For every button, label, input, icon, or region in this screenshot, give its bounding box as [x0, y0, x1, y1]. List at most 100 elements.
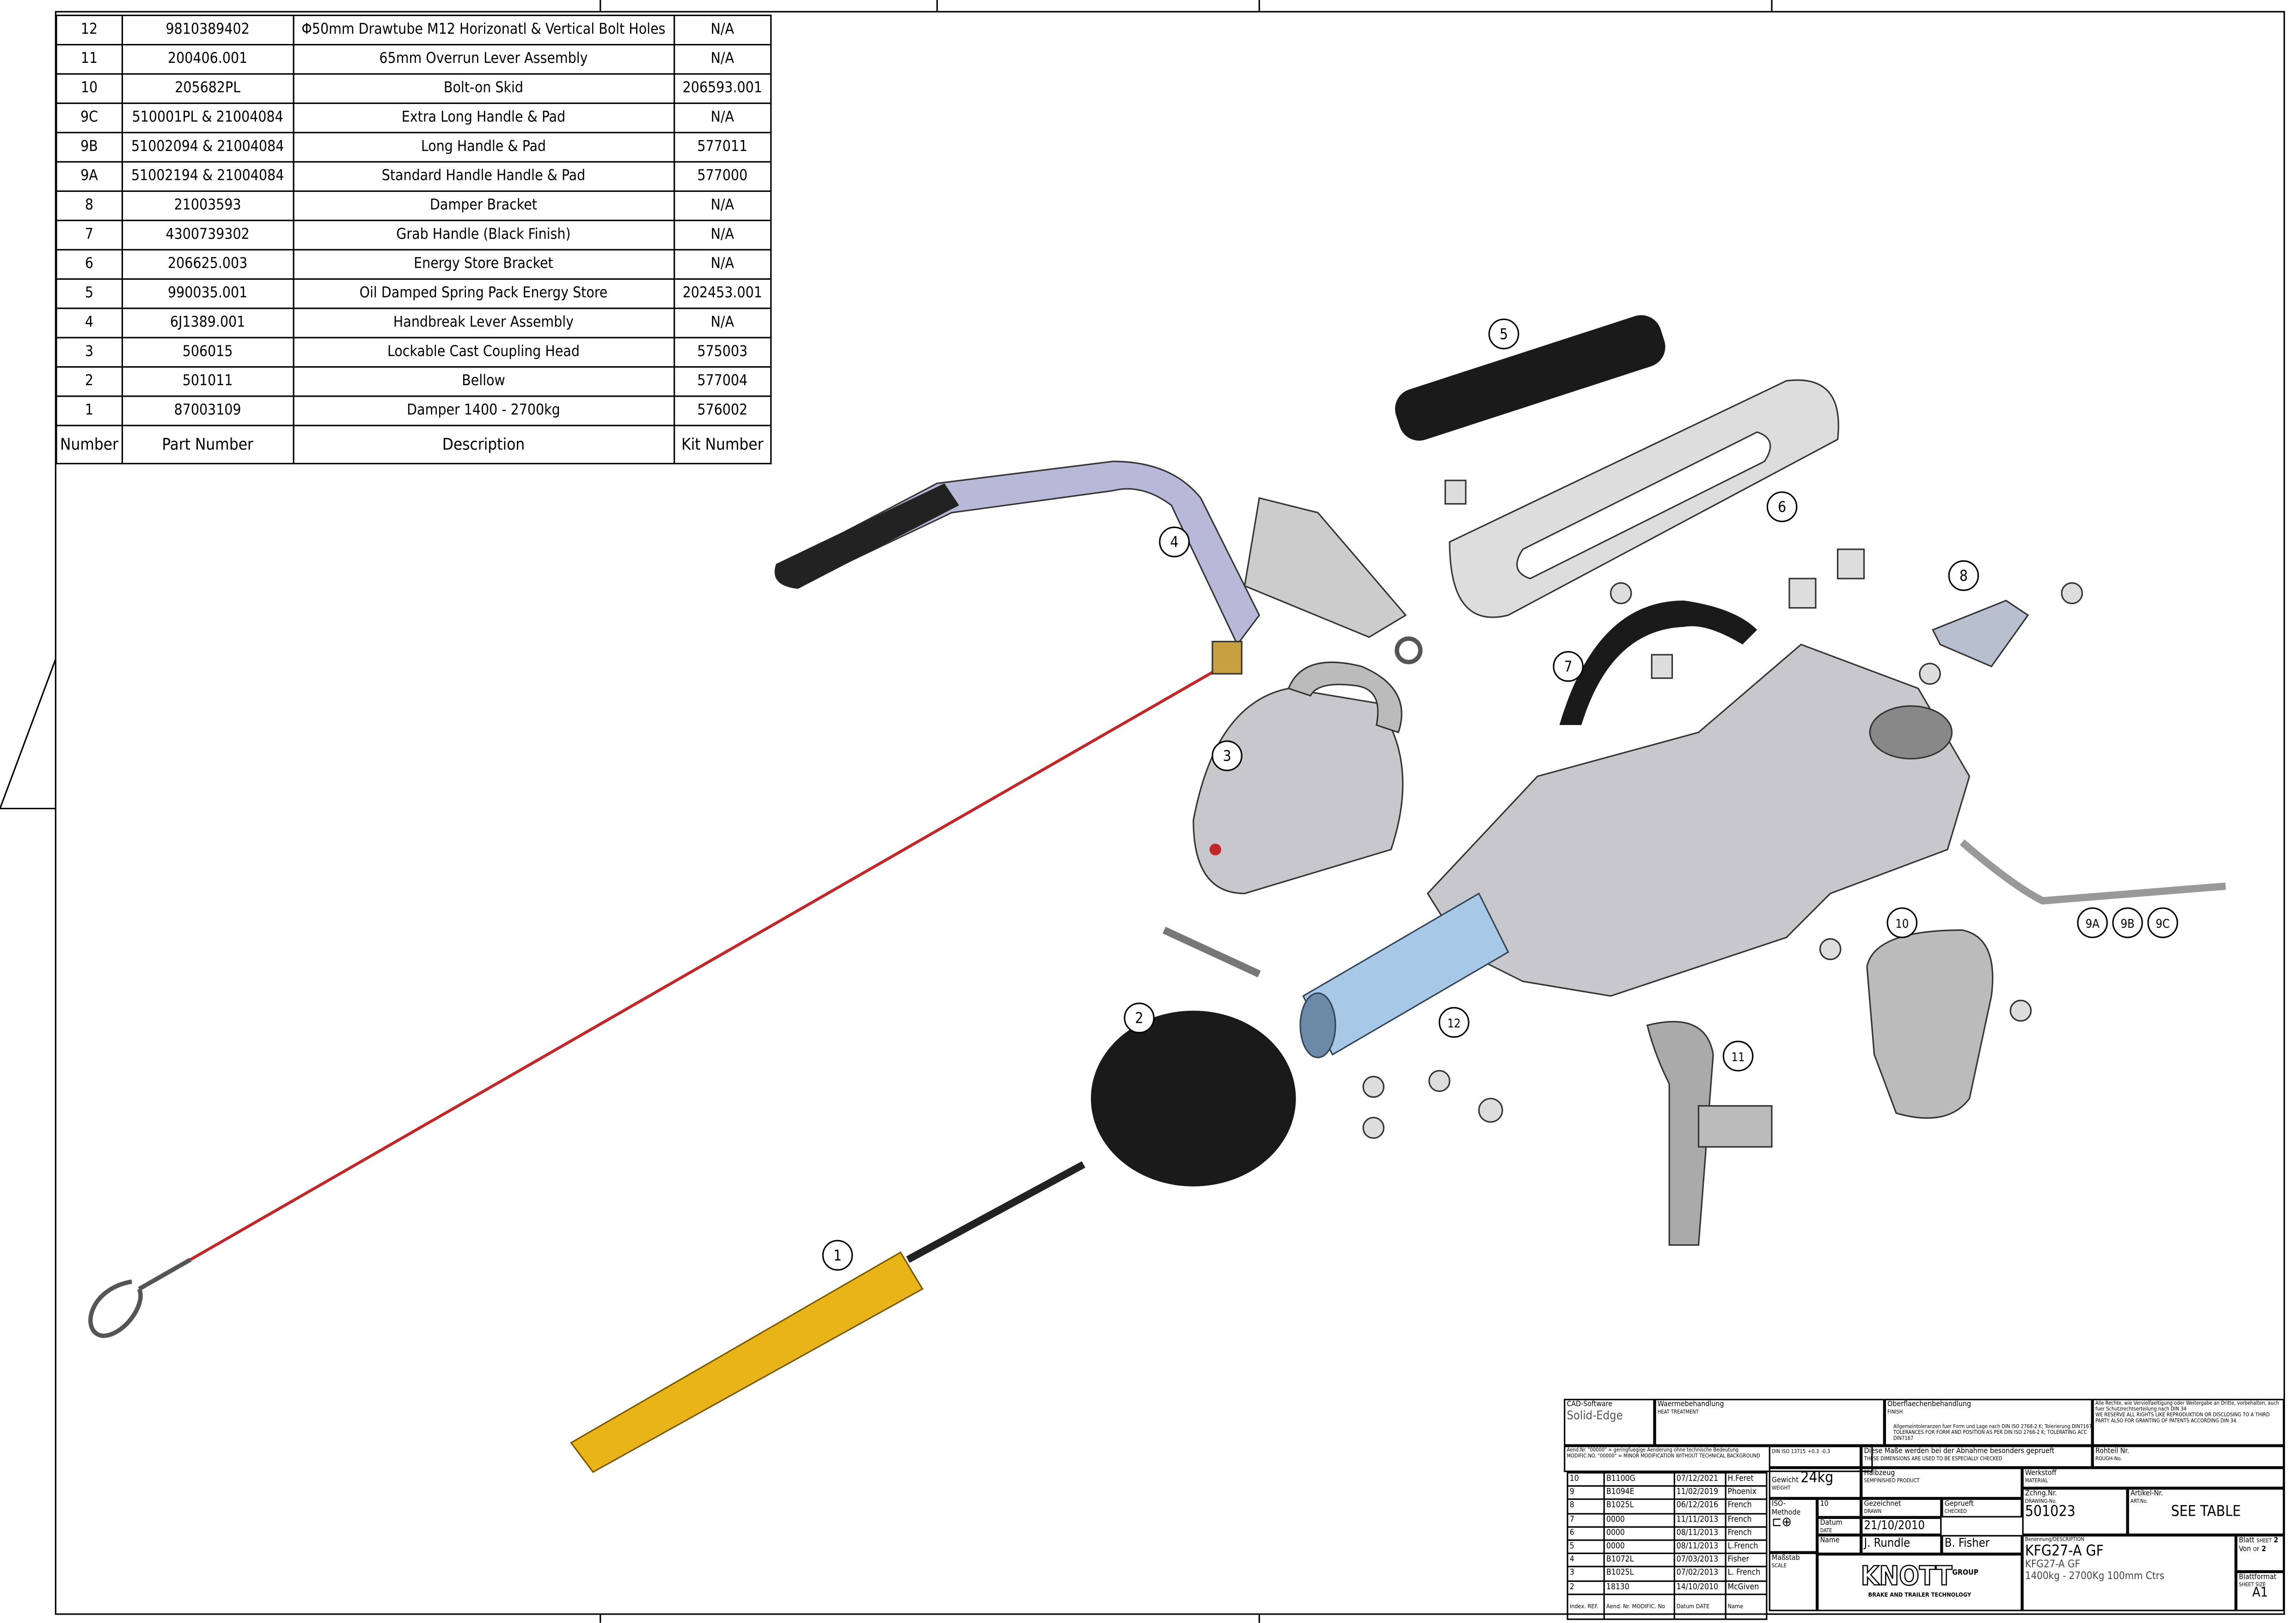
overrun-lever: [1646, 1021, 1714, 1246]
balloon-label: 10: [1895, 917, 1909, 931]
drawn-en: DRAWN: [1864, 1508, 1882, 1514]
cell-kit-number: N/A: [673, 102, 772, 134]
cell-number: 4: [55, 307, 123, 338]
sheet-no: 2: [2273, 1536, 2278, 1545]
header-description: Description: [292, 424, 675, 465]
revision-cell: 7: [1567, 1512, 1605, 1528]
balloon-label: 3: [1223, 748, 1231, 765]
snap-hook: [88, 1258, 192, 1338]
cell-part-number: 4300739302: [121, 220, 294, 251]
cell-description: Φ50mm Drawtube M12 Horizonatl & Vertical…: [292, 14, 675, 46]
rights-de: Alle Rechte, wie Vervielfaeltigung oder …: [2095, 1400, 2279, 1412]
cell-part-number: 200406.001: [121, 44, 294, 75]
cell-part-number: 501011: [121, 366, 294, 397]
logo-text: KNOTT: [1860, 1561, 1953, 1592]
cell-part-number: 87003109: [121, 395, 294, 426]
header-part-number: Part Number: [121, 424, 294, 465]
revision-cell: Phoenix: [1725, 1485, 1768, 1500]
revision-cell: B1094E: [1603, 1485, 1675, 1500]
balloon-label: 12: [1447, 1016, 1461, 1030]
scale-en: SCALE: [1771, 1562, 1787, 1568]
desc-sub: KFG27-A GF: [2025, 1558, 2080, 1570]
mod-note-de: Aend.Nr. "00000" = geringfuegige Aenderu…: [1567, 1447, 1739, 1453]
revision-cell: 14/10/2010: [1673, 1580, 1727, 1595]
weight-value: 24kg: [1800, 1470, 1834, 1487]
cell-description: Oil Damped Spring Pack Energy Store: [292, 278, 675, 309]
rough-en: ROUGH-No.: [2095, 1455, 2122, 1461]
tolerance-de: Allgemeintoleranzen fuer Form und Lage n…: [1893, 1424, 2092, 1430]
cable: [190, 665, 1224, 1261]
balloon-label: 6: [1778, 499, 1786, 516]
damper: [570, 1251, 924, 1473]
revision-cell: B1072L: [1603, 1553, 1675, 1568]
cell-description: Bolt-on Skid: [292, 73, 675, 104]
cell-kit-number: 206593.001: [673, 73, 772, 104]
revision-cell: H.Feret: [1725, 1472, 1768, 1487]
rights-en: WE RESERVE ALL RIGHTS LIKE REPRODUKTION …: [2095, 1411, 2270, 1423]
checked-label: Geprueft: [1944, 1500, 1974, 1509]
revision-cell: B1025L: [1603, 1499, 1675, 1514]
cell-kit-number: 577004: [673, 366, 772, 397]
revision-header-name: Name: [1725, 1593, 1768, 1620]
cell-number: 2: [55, 366, 123, 397]
cell-description: Extra Long Handle & Pad: [292, 102, 675, 134]
revision-cell: 11/11/2013: [1673, 1512, 1727, 1528]
revision-cell: 08/11/2013: [1673, 1525, 1727, 1541]
balloon-label: 4: [1170, 534, 1178, 551]
spring-pack: [1395, 315, 1665, 441]
cell-part-number: 51002094 & 21004084: [121, 132, 294, 163]
date-en: DATE: [1820, 1527, 1832, 1533]
weight-en: WEIGHT: [1771, 1485, 1791, 1491]
balloon-label: 9C: [2155, 917, 2169, 931]
cell-number: 1: [55, 395, 123, 426]
revision-cell: 4: [1567, 1553, 1605, 1568]
cell-kit-number: 575003: [673, 337, 772, 368]
damper-bracket: [1932, 599, 2029, 668]
cell-description: Grab Handle (Black Finish): [292, 220, 675, 251]
balloon-9b: [2112, 907, 2143, 938]
balloon-label: 8: [1959, 568, 1968, 584]
coupling-body: [1427, 643, 1971, 997]
of-en: OF: [2253, 1546, 2259, 1552]
handle: [1959, 839, 2226, 905]
cell-part-number: 510001PL & 21004084: [121, 102, 294, 134]
cell-description: Damper Bracket: [292, 190, 675, 221]
din-plus: +0.3: [1807, 1448, 1819, 1455]
revision-cell: 9: [1567, 1485, 1605, 1500]
cell-number: 9B: [55, 132, 123, 163]
balloon-10: [1886, 907, 1918, 938]
cell-kit-number: N/A: [673, 220, 772, 251]
drawn-date: 21/10/2010: [1864, 1518, 1925, 1532]
revision-cell: 10: [1567, 1472, 1605, 1487]
cell-number: 5: [55, 278, 123, 309]
check-de: Diese Maße werden bei der Abnahme besond…: [1864, 1447, 2055, 1456]
cell-kit-number: 202453.001: [673, 278, 772, 309]
revision-cell: 3: [1567, 1566, 1605, 1581]
sheet-label: Blatt: [2239, 1536, 2255, 1545]
art-en: ART.No.: [2131, 1497, 2148, 1504]
cell-number: 9C: [55, 102, 123, 134]
balloon-label: 5: [1500, 326, 1508, 343]
balloon-label: 7: [1564, 658, 1573, 675]
revision-cell: 5: [1567, 1539, 1605, 1555]
revision-header-mod: Aend. Nr. MODIFIC. No: [1603, 1593, 1675, 1620]
cell-number: 11: [55, 44, 123, 75]
size-en: SHEET SIZE: [2239, 1581, 2266, 1587]
cell-number: 8: [55, 190, 123, 221]
balloon-11: [1722, 1040, 1754, 1072]
balloon-3: [1212, 740, 1243, 771]
